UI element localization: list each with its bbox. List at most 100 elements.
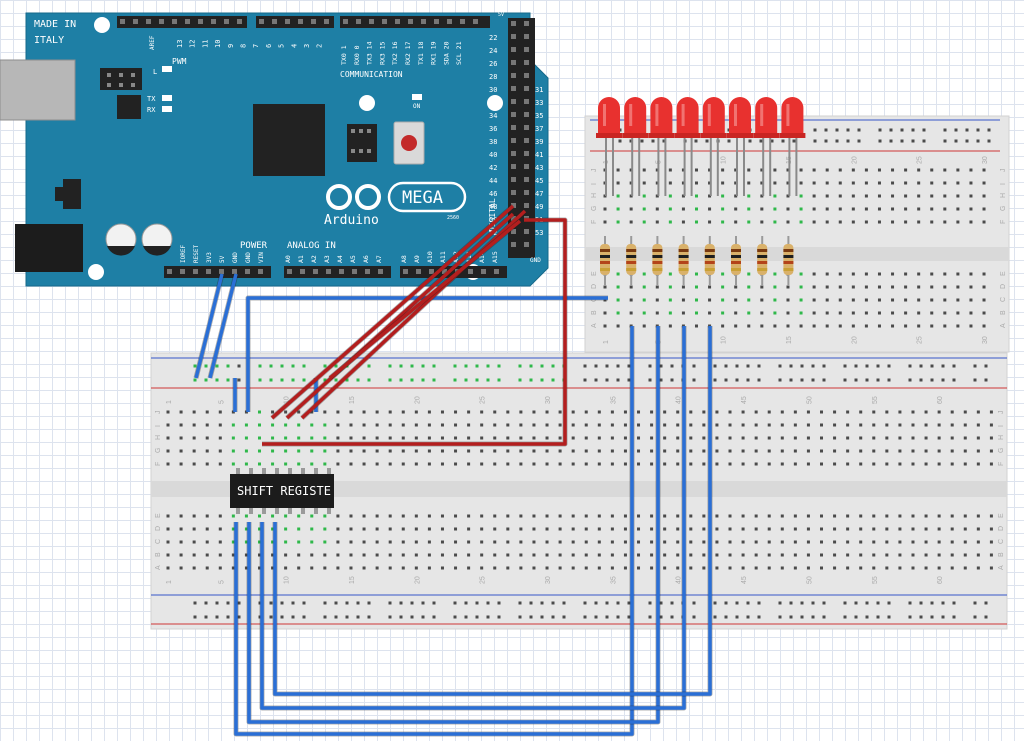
comm-pin-label: TX0 1 [340,45,348,65]
power-pin-label: IOREF [180,245,187,263]
pwm-pin-label: 11 [201,40,209,48]
comm-pin-label: SCL 21 [455,41,463,65]
row-label: I [591,183,598,185]
resistor [678,236,689,286]
comm-pin-label: RX3 15 [378,41,386,65]
digital-pin-label: 41 [535,151,543,159]
comm-pin-label: TX1 18 [417,41,425,65]
blue-wire [207,273,239,379]
made-in-label: MADE IN [34,19,76,30]
analog-pin-label: A11 [439,251,447,263]
column-number: 10 [284,396,291,404]
gnd-label: GND [530,257,541,264]
italy-label: ITALY [34,35,64,46]
analog-pin-label: A1 [297,255,305,263]
row-label: D [155,526,162,531]
column-number: 25 [480,396,487,404]
row-label: E [1000,271,1007,276]
digital-pin-label: 49 [535,203,543,211]
column-number: 10 [284,576,291,584]
column-number: 5 [218,580,225,584]
tx-label: TX [147,95,156,103]
led-row [596,97,806,196]
microcontroller-chip [253,104,325,176]
pwm-pin-label: 8 [240,44,248,48]
on-label: ON [413,103,421,110]
row-label: F [1000,220,1007,224]
column-number: 30 [982,156,989,164]
row-label: E [998,513,1005,518]
pwm-pin-label: 3 [303,44,311,48]
digital-pin-label: 37 [535,125,543,133]
resistor [757,236,768,286]
power-pin-label: 5V [219,255,226,263]
led [700,97,727,196]
digital-pin-label: 24 [489,47,497,55]
main-breadboard: 1155101015152020252530303535404045455050… [150,352,1008,630]
digital-pin-label: 48 [489,203,497,211]
row-label: G [591,206,598,211]
analog-pin-label: A5 [349,255,357,263]
row-label: J [591,169,598,173]
column-number: 60 [937,576,944,584]
row-label: C [1000,297,1007,302]
digital-pin-label: 47 [535,190,543,198]
column-number: 30 [982,336,989,344]
column-number: 45 [741,396,748,404]
arduino-mega-board: MADE IN ITALY Arduino MEGA 2560 PWM COMM… [0,12,549,287]
row-label: F [998,462,1005,466]
column-number: 55 [872,576,879,584]
led [779,97,806,196]
pwm-pin-label: 6 [265,44,273,48]
column-number: 20 [851,336,858,344]
arduino-logo [326,181,467,213]
resistor [652,236,663,286]
blue-wire [193,273,225,379]
red-wire [270,204,515,420]
brand-label: Arduino [324,213,379,228]
pwm-pin-label: 7 [252,44,260,48]
comm-pin-label: RX1 19 [430,41,438,65]
row-label: F [155,462,162,466]
power-jack [15,224,83,272]
column-number: 25 [480,576,487,584]
digital-pin-label: 40 [489,151,497,159]
led [648,97,675,196]
pwm-pin-label: 12 [189,40,197,48]
analog-pin-label: A10 [426,251,434,263]
aref-label: AREF [149,35,156,50]
digital-pin-label: 28 [489,73,497,81]
resistor [731,236,741,286]
digital-pin-label: 50 [489,216,497,224]
usb-port [0,59,76,121]
analog-pin-label: A9 [413,255,421,263]
power-pin-label: GND [245,252,252,263]
digital-pin-label: 36 [489,125,497,133]
digital-pin-label: 53 [535,229,543,237]
row-label: E [591,271,598,276]
column-number: 35 [610,396,617,404]
resistor [600,236,610,286]
analog-pin-label: A2 [310,255,318,263]
blue-wire [233,326,635,737]
column-number: 30 [545,576,552,584]
pwm-pin-label: 2 [316,44,324,48]
comm-pin-label: RX2 17 [404,41,412,65]
analog-pin-label: A14 [478,251,486,263]
led [596,97,622,196]
column-number: 55 [872,396,879,404]
pwm-pin-label: 13 [176,40,184,48]
model-sub-label: 2560 [447,215,459,221]
column-number: 10 [721,336,728,344]
red-wire [328,219,522,380]
row-label: G [1000,206,1007,211]
column-number: 1 [166,580,173,584]
row-label: A [591,323,598,328]
digital-pin-label: 42 [489,164,497,172]
five-v-label: 5V [498,12,504,18]
column-number: 20 [414,576,421,584]
row-label: F [591,220,598,224]
row-label: C [998,539,1005,544]
power-label: POWER [240,241,268,251]
